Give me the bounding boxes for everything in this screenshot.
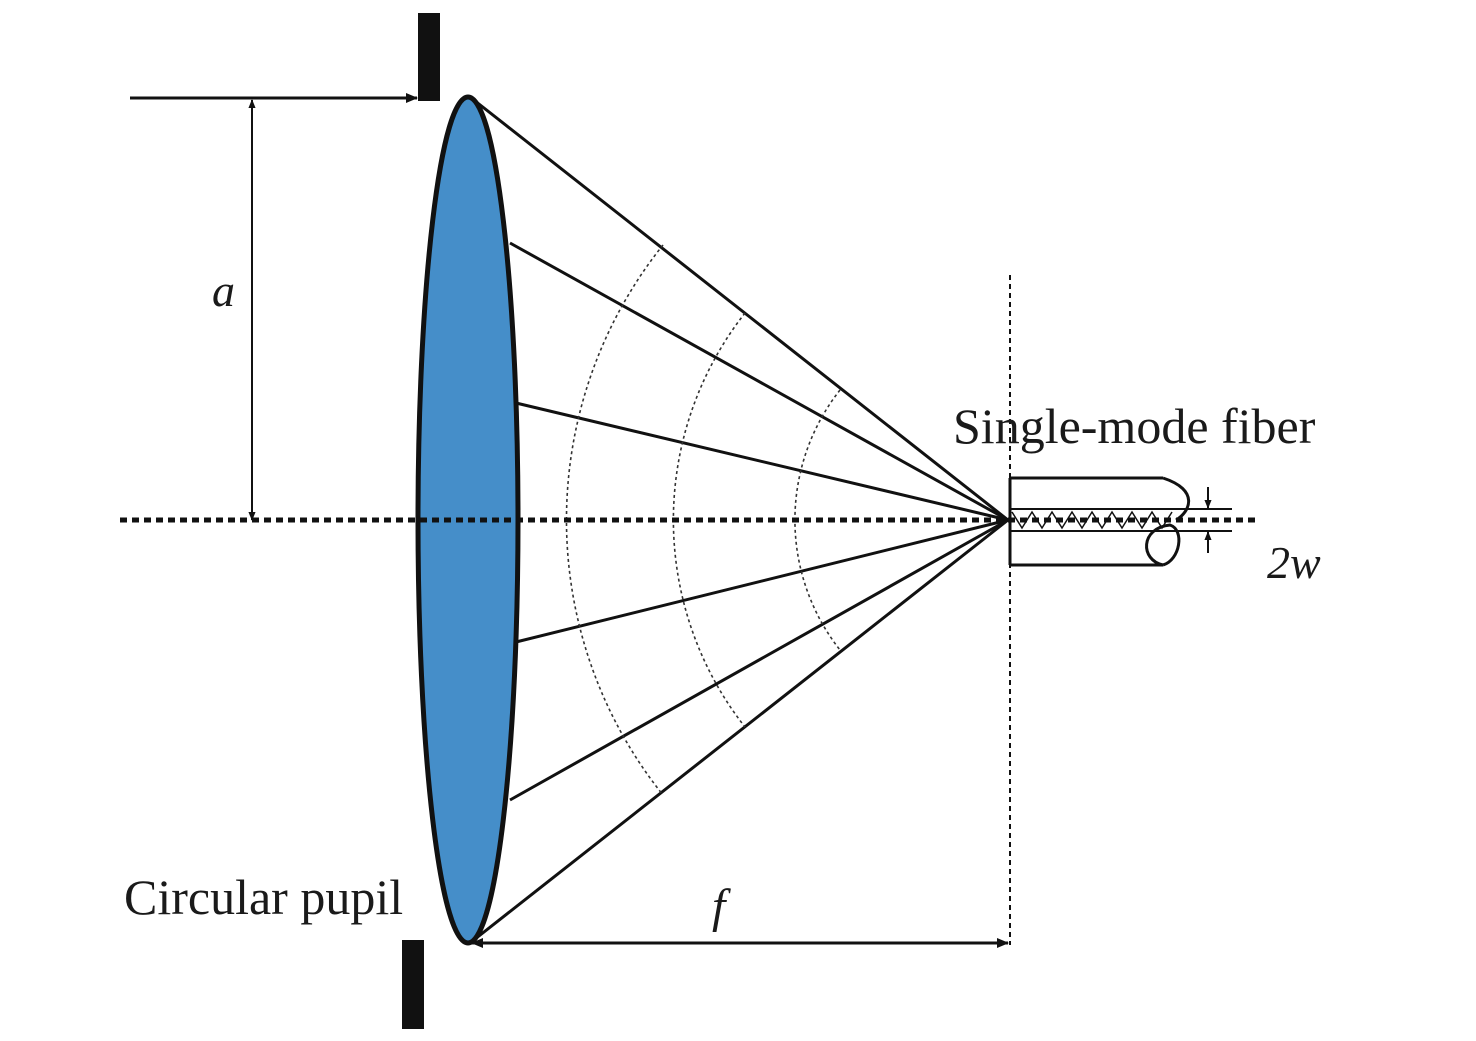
focal-length-label: f bbox=[712, 880, 731, 933]
fiber-label: Single-mode fiber bbox=[953, 398, 1316, 454]
pupil-label: Circular pupil bbox=[124, 869, 403, 925]
pupil-stop-bottom bbox=[402, 940, 424, 1029]
mode-diameter-label: 2w bbox=[1267, 537, 1321, 588]
single-mode-fiber bbox=[1008, 476, 1232, 567]
fiber-core-zigzag bbox=[1011, 510, 1173, 530]
pupil-stop-top bbox=[418, 13, 440, 101]
pupil-radius-label: a bbox=[212, 265, 235, 316]
converging-rays bbox=[469, 95, 1009, 945]
